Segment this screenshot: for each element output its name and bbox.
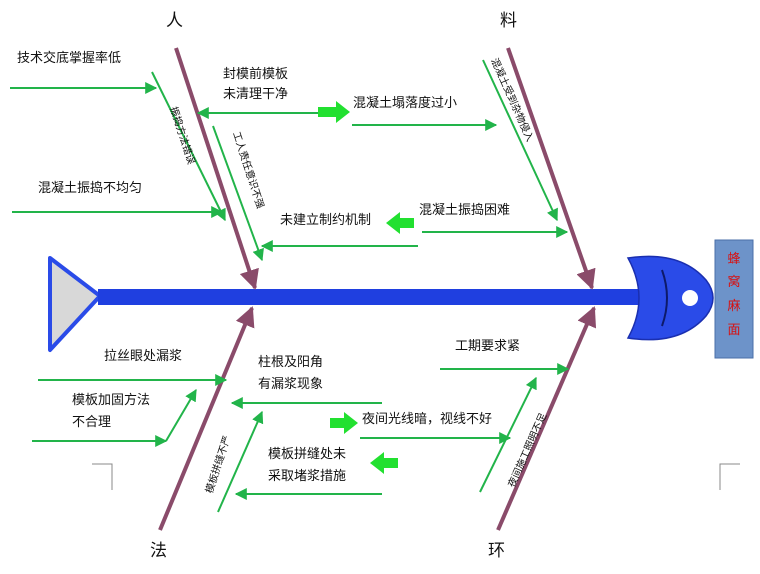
fish-gill xyxy=(661,269,668,327)
cause-fix-1: 模板加固方法 xyxy=(72,392,150,408)
thick-arrow-left-bottom xyxy=(370,452,398,474)
effect-char-4: 面 xyxy=(727,323,740,338)
arrow-worker-diag xyxy=(212,125,264,262)
effect-char-1: 蜂 xyxy=(727,252,740,267)
category-method: 法 xyxy=(150,541,167,561)
bone-method xyxy=(158,306,255,531)
cause-vib-method: 振捣方法错误 xyxy=(167,105,198,166)
cause-vibration-uneven: 混凝土振捣不均匀 xyxy=(38,180,142,196)
corner-mark-left xyxy=(92,463,113,490)
fish-tail xyxy=(48,256,102,352)
cause-unclean-1: 封模前模板 xyxy=(223,66,288,82)
cause-schedule: 工期要求紧 xyxy=(455,339,520,354)
cause-column-2: 有漏浆现象 xyxy=(258,376,323,392)
bone-person xyxy=(174,47,259,290)
cause-material-intrusion: 混凝土受到杂物侵入 xyxy=(488,56,536,144)
bone-environment xyxy=(496,306,597,531)
arrow-env-diag xyxy=(479,376,537,493)
arrow-fix-diag xyxy=(165,388,197,442)
fish-head xyxy=(626,255,714,341)
arrow-person-diag xyxy=(151,71,226,222)
arrow-method-diag xyxy=(217,410,264,513)
thick-arrow-right-bottom xyxy=(330,412,358,434)
spine xyxy=(98,289,660,305)
cause-tech-briefing: 技术交底掌握率低 xyxy=(17,50,121,66)
cause-vibration-difficult: 混凝土振捣困难 xyxy=(419,202,510,218)
effect-char-2: 窝 xyxy=(727,274,740,290)
effect-box xyxy=(714,239,754,359)
corner-mark-right xyxy=(719,463,740,490)
cause-seam-1: 模板拼缝处未 xyxy=(268,447,346,462)
effect-char-3: 麻 xyxy=(727,299,740,314)
cause-worker-resp: 工人责任意识不强 xyxy=(230,130,267,210)
cause-unclean-2: 未清理干净 xyxy=(223,87,288,102)
fish-eye xyxy=(682,290,698,306)
thick-arrow-left-top xyxy=(386,212,414,234)
category-person: 人 xyxy=(166,11,183,31)
cause-fall-height: 混凝土塌落度过小 xyxy=(353,95,457,111)
cause-no-mechanism: 未建立制约机制 xyxy=(280,213,371,228)
bone-material xyxy=(506,47,596,290)
cause-column-1: 柱根及阳角 xyxy=(258,355,323,370)
cause-tie-wire: 拉丝眼处漏浆 xyxy=(104,348,182,364)
arrow-material-diag xyxy=(482,59,558,222)
cause-fix-2: 不合理 xyxy=(72,415,111,430)
thick-arrow-right-top xyxy=(318,101,350,123)
category-material: 料 xyxy=(500,11,517,31)
cause-seam-2: 采取堵浆措施 xyxy=(268,469,346,484)
cause-lighting: 夜间施工照明不足 xyxy=(505,411,549,489)
cause-night-light: 夜间光线暗，视线不好 xyxy=(362,412,492,427)
category-environment: 环 xyxy=(488,541,505,561)
